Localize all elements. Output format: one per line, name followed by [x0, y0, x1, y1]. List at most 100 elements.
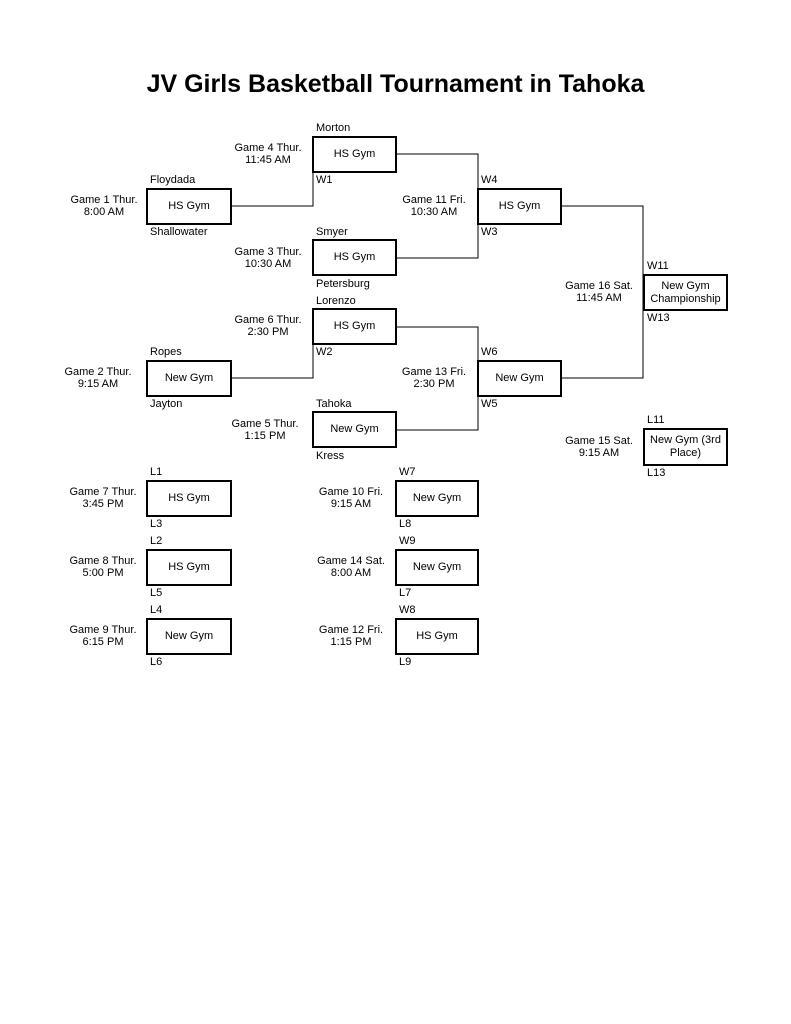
team-slot: W8 — [399, 604, 416, 616]
team-slot: W2 — [316, 346, 333, 358]
game-label: Game 12 Fri. — [318, 624, 384, 636]
team-slot: Kress — [316, 450, 345, 462]
game-time: 9:15 AM — [330, 498, 372, 510]
team-slot: L7 — [399, 587, 412, 599]
team-slot: W4 — [481, 174, 498, 186]
game-time: 6:15 PM — [82, 636, 124, 648]
game-12-box: HS Gym — [395, 618, 479, 655]
game-label: Game 5 Thur. — [231, 418, 299, 430]
game-7-info: Game 7 Thur. 3:45 PM — [48, 486, 158, 510]
game-time: 11:45 AM — [576, 292, 622, 304]
game-6-box: HS Gym — [312, 308, 397, 345]
team-slot: Ropes — [150, 346, 182, 358]
game-3-box: HS Gym — [312, 239, 397, 276]
game-label: Game 11 Fri. — [402, 194, 466, 206]
game-label: Game 4 Thur. — [234, 142, 302, 154]
team-slot: L3 — [150, 518, 163, 530]
game-label: Game 6 Thur. — [234, 314, 302, 326]
game-label: Game 10 Fri. — [318, 486, 384, 498]
game-label: Game 13 Fri. — [401, 366, 467, 378]
game-2-info: Game 2 Thur. 9:15 AM — [43, 366, 153, 390]
team-slot: W1 — [316, 174, 333, 186]
game-15-box: New Gym (3rd Place) — [643, 428, 728, 466]
game-label: Game 1 Thur. — [70, 194, 138, 206]
game-8-info: Game 8 Thur. 5:00 PM — [48, 555, 158, 579]
team-slot: Jayton — [150, 398, 183, 410]
team-slot: L2 — [150, 535, 163, 547]
game-10-box: New Gym — [395, 480, 479, 517]
page-title: JV Girls Basketball Tournament in Tahoka — [146, 70, 645, 98]
team-slot: L11 — [647, 414, 665, 426]
game-14-box: New Gym — [395, 549, 479, 586]
game-10-info: Game 10 Fri. 9:15 AM — [296, 486, 406, 510]
game-time: 5:00 PM — [82, 567, 124, 579]
team-slot: Petersburg — [316, 278, 370, 290]
team-slot: W3 — [481, 226, 498, 238]
game-15-info: Game 15 Sat. 9:15 AM — [544, 435, 654, 459]
game-13-info: Game 13 Fri. 2:30 PM — [379, 366, 489, 390]
game-time: 10:30 AM — [410, 206, 458, 218]
game-label: Game 15 Sat. — [565, 435, 633, 447]
game-11-box: HS Gym — [477, 188, 562, 225]
game-11-info: Game 11 Fri. 10:30 AM — [379, 194, 489, 218]
game-7-box: HS Gym — [146, 480, 232, 517]
game-label: Game 16 Sat. — [565, 280, 633, 292]
team-slot: Floydada — [150, 174, 196, 186]
team-slot: L8 — [399, 518, 412, 530]
game-label: Game 3 Thur. — [234, 246, 302, 258]
game-time: 9:15 AM — [77, 378, 119, 390]
game-time: 8:00 AM — [330, 567, 372, 579]
team-slot: Morton — [316, 122, 351, 134]
game-12-info: Game 12 Fri. 1:15 PM — [296, 624, 406, 648]
game-4-box: HS Gym — [312, 136, 397, 173]
game-5-box: New Gym — [312, 411, 397, 448]
game-2-box: New Gym — [146, 360, 232, 397]
game-4-info: Game 4 Thur. 11:45 AM — [213, 142, 323, 166]
game-label: Game 2 Thur. — [64, 366, 132, 378]
game-3-info: Game 3 Thur. 10:30 AM — [213, 246, 323, 270]
team-slot: W5 — [481, 398, 498, 410]
team-slot: Tahoka — [316, 398, 352, 410]
team-slot: W7 — [399, 466, 416, 478]
game-label: Game 8 Thur. — [69, 555, 137, 567]
game-label: Game 7 Thur. — [69, 486, 137, 498]
game-16-info: Game 16 Sat. 11:45 AM — [544, 280, 654, 304]
team-slot: L4 — [150, 604, 163, 616]
game-time: 1:15 PM — [244, 430, 286, 442]
game-5-info: Game 5 Thur. 1:15 PM — [210, 418, 320, 442]
game-1-info: Game 1 Thur. 8:00 AM — [49, 194, 159, 218]
team-slot: Lorenzo — [316, 295, 356, 307]
game-6-info: Game 6 Thur. 2:30 PM — [213, 314, 323, 338]
team-slot: W9 — [399, 535, 416, 547]
game-9-info: Game 9 Thur. 6:15 PM — [48, 624, 158, 648]
game-time: 11:45 AM — [245, 154, 291, 166]
game-time: 10:30 AM — [244, 258, 292, 270]
game-14-info: Game 14 Sat. 8:00 AM — [296, 555, 406, 579]
game-13-box: New Gym — [477, 360, 562, 397]
team-slot: L9 — [399, 656, 412, 668]
connector-g11-g16 — [561, 205, 644, 292]
team-slot: L6 — [150, 656, 163, 668]
game-9-box: New Gym — [146, 618, 232, 655]
game-16-box: New Gym Championship — [643, 274, 728, 311]
game-time: 9:15 AM — [578, 447, 620, 459]
game-time: 8:00 AM — [83, 206, 125, 218]
team-slot: L1 — [150, 466, 163, 478]
team-slot: L5 — [150, 587, 163, 599]
team-slot: W6 — [481, 346, 498, 358]
game-8-box: HS Gym — [146, 549, 232, 586]
team-slot: W11 — [647, 260, 669, 272]
team-slot: W13 — [647, 312, 670, 324]
game-time: 2:30 PM — [413, 378, 455, 390]
connector-g13-g16 — [561, 292, 644, 379]
game-time: 2:30 PM — [247, 326, 289, 338]
team-slot: Smyer — [316, 226, 348, 238]
team-slot: Shallowater — [150, 226, 208, 238]
game-time: 1:15 PM — [330, 636, 372, 648]
team-slot: L13 — [647, 467, 666, 479]
game-1-box: HS Gym — [146, 188, 232, 225]
game-label: Game 14 Sat. — [317, 555, 385, 567]
game-label: Game 9 Thur. — [69, 624, 137, 636]
game-time: 3:45 PM — [82, 498, 124, 510]
